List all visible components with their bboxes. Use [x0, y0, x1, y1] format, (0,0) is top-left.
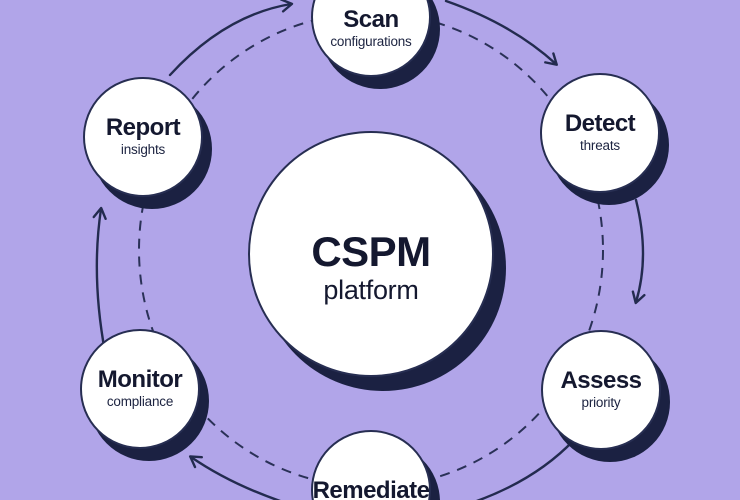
- arrow-scan-to-detect: [444, 0, 558, 66]
- node-label: Scan: [343, 6, 399, 34]
- node-sublabel: compliance: [106, 394, 174, 410]
- node-sublabel: priority: [581, 395, 621, 411]
- arrow-monitor-to-report: [92, 206, 107, 354]
- node-assess-priority: Assess priority: [541, 330, 661, 450]
- node-label: Monitor: [97, 366, 183, 394]
- node-sublabel: threats: [580, 138, 620, 154]
- node-label: Remediate: [312, 477, 430, 500]
- node-label: Detect: [564, 110, 636, 138]
- center-subtitle: platform: [323, 274, 419, 305]
- node-detect-threats: Detect threats: [540, 73, 660, 193]
- node-label: Assess: [560, 367, 642, 395]
- arrow-detect-to-assess: [631, 198, 646, 305]
- center-title: CSPM: [311, 227, 431, 275]
- node-report-insights: Report insights: [83, 77, 203, 197]
- arrow-assess-to-remediate: [475, 438, 576, 500]
- node-sublabel: configurations: [330, 34, 412, 50]
- node-sublabel: insights: [120, 142, 166, 158]
- node-remediate: Remediate issues: [311, 430, 431, 500]
- node-monitor-compliance: Monitor compliance: [80, 329, 200, 449]
- center-node-cspm-platform: CSPM platform: [248, 131, 494, 377]
- arrow-report-to-scan: [168, 0, 294, 77]
- node-label: Report: [105, 114, 181, 142]
- arrow-remediate-to-monitor: [188, 455, 281, 500]
